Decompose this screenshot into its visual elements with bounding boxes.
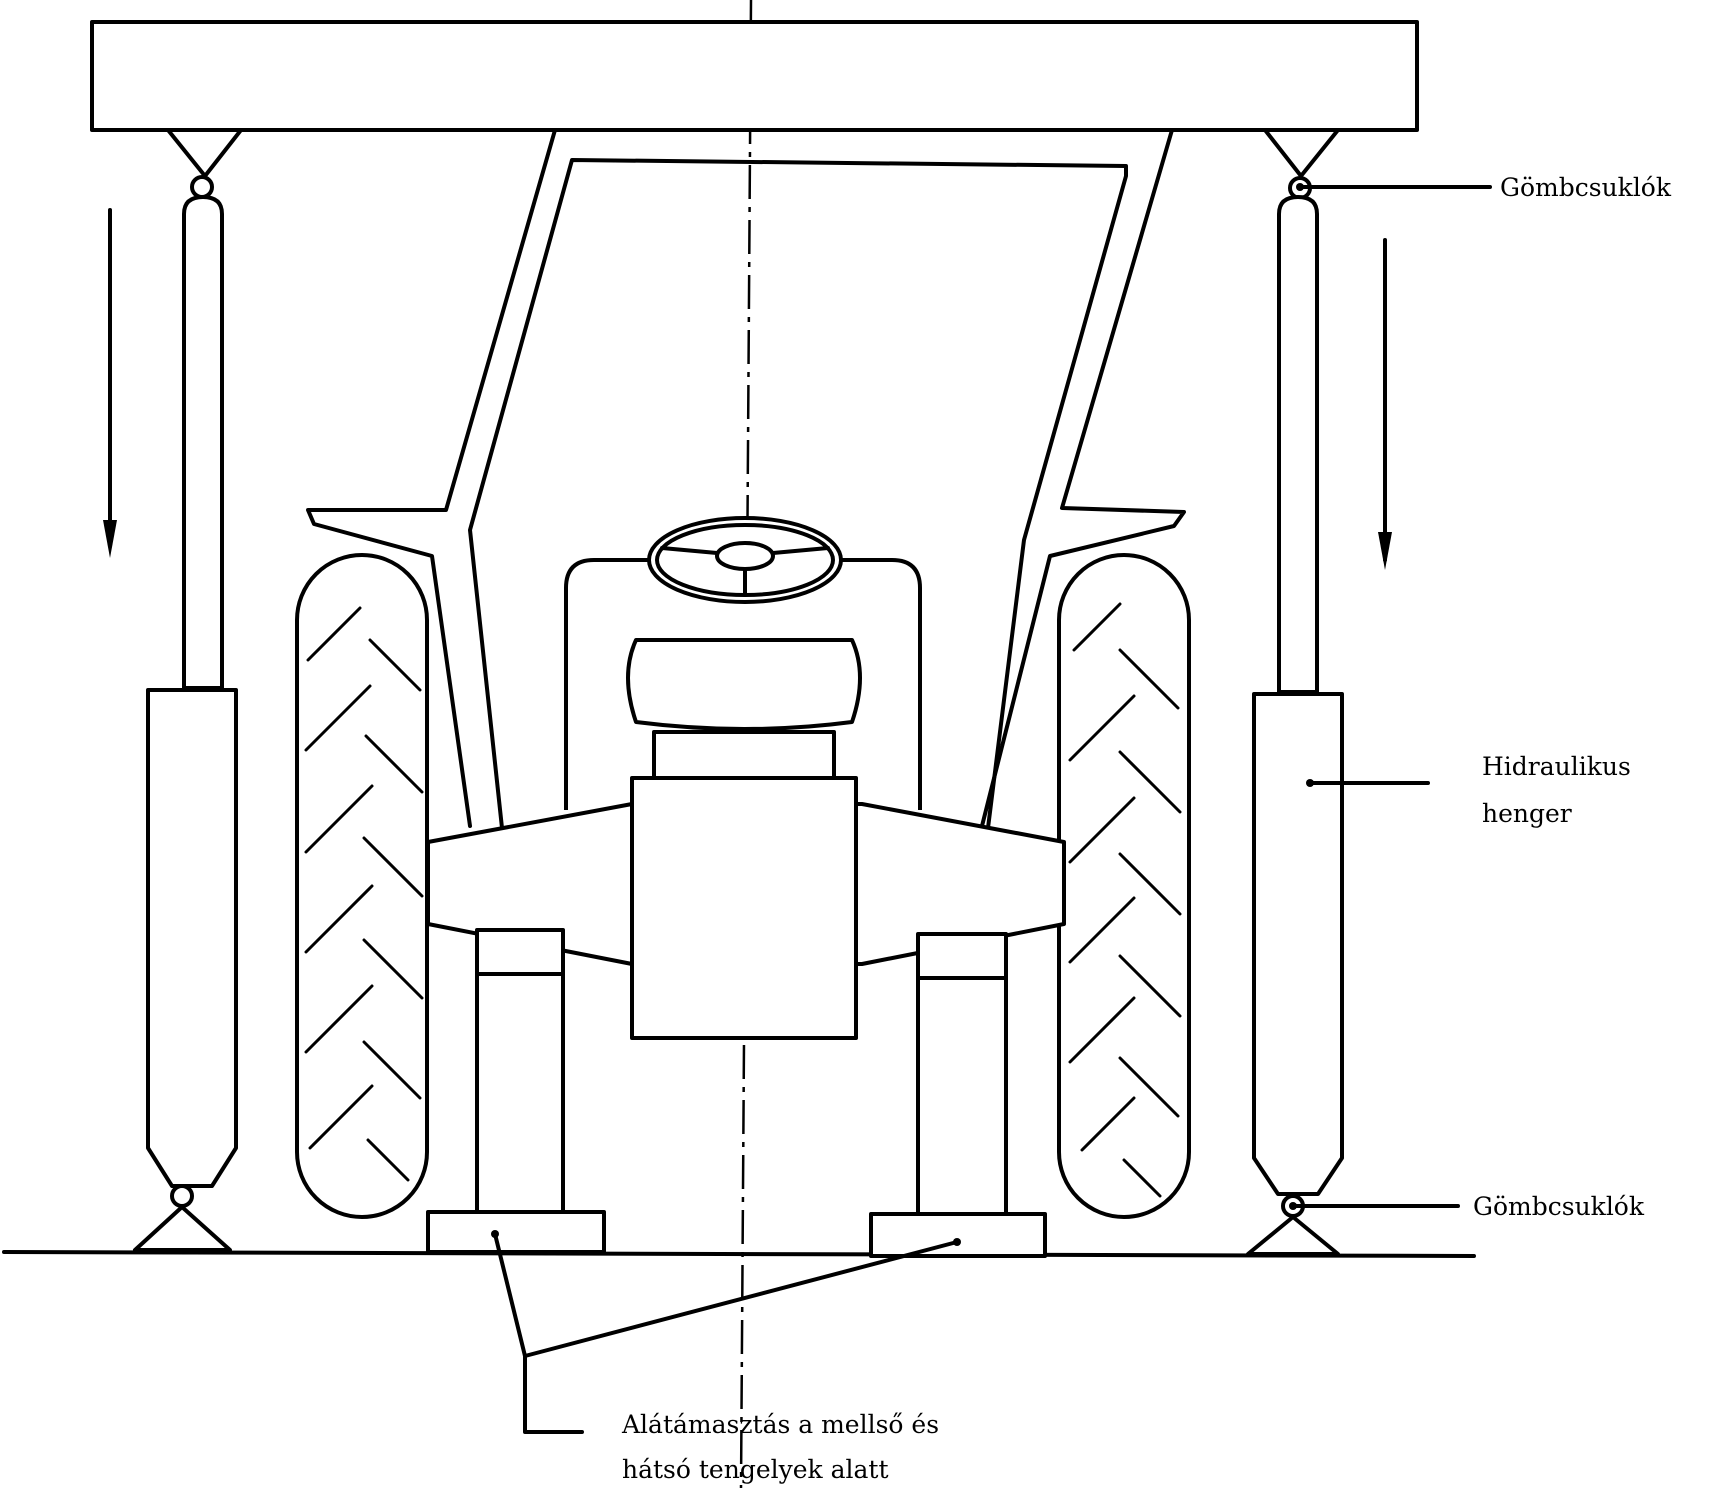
leader-axle-support	[491, 1230, 961, 1434]
left-piston-rod	[182, 195, 224, 690]
leader-ball-joint-top	[1296, 183, 1492, 191]
seat-cushion	[626, 638, 862, 731]
top-frame-beam	[90, 20, 1419, 132]
cab-frame-left-outer	[306, 128, 557, 828]
right-bottom-mount	[1246, 1215, 1340, 1256]
left-top-ball-joint	[190, 175, 214, 199]
cab-frame-inner	[468, 158, 1128, 830]
right-down-arrow	[1378, 238, 1392, 570]
leader-hydraulic-cylinder	[1306, 779, 1430, 787]
left-hydraulic-cylinder	[133, 128, 243, 1252]
label-ball-joint-top: Gömbcsuklók	[1500, 173, 1672, 202]
right-top-mount	[1263, 128, 1340, 178]
leader-ball-joint-bottom	[1289, 1202, 1460, 1210]
differential-housing	[630, 776, 858, 1040]
ground-line	[2, 1250, 1476, 1258]
left-cylinder-body	[146, 688, 238, 1188]
left-top-mount	[166, 128, 243, 178]
left-bottom-ball-joint	[170, 1184, 194, 1208]
right-axle-support	[869, 932, 1047, 1258]
label-hydraulic-cylinder-line2: henger	[1482, 799, 1572, 828]
label-hydraulic-cylinder-line1: Hidraulikus	[1482, 752, 1631, 781]
right-cylinder-body	[1252, 692, 1344, 1196]
label-axle-support-line1: Alátámasztás a mellső és	[621, 1410, 939, 1439]
cab-frame-right-outer	[980, 128, 1186, 828]
seat-post	[652, 730, 836, 780]
label-axle-support-line2: hátsó tengelyek alatt	[622, 1455, 889, 1484]
left-axle-support	[426, 928, 606, 1254]
tractor	[295, 128, 1191, 1258]
left-down-arrow	[103, 208, 117, 558]
right-hydraulic-cylinder	[1246, 128, 1344, 1256]
left-bottom-mount	[133, 1205, 232, 1252]
steering-wheel	[647, 516, 843, 604]
label-ball-joint-bottom: Gömbcsuklók	[1473, 1192, 1645, 1221]
left-rear-wheel	[295, 553, 429, 1219]
right-piston-rod	[1277, 195, 1319, 694]
right-rear-wheel	[1057, 553, 1191, 1219]
